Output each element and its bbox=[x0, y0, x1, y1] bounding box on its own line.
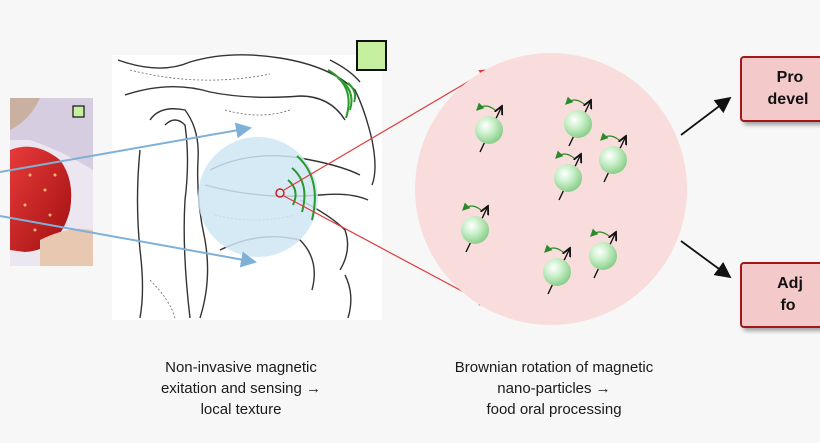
nanoparticle-sphere bbox=[599, 146, 627, 174]
nanoparticle bbox=[475, 102, 503, 153]
output-box-line: fo bbox=[780, 297, 796, 314]
caption-magnetic-sensing: Non-invasive magnetic exitation and sens… bbox=[100, 357, 382, 420]
nanoparticle bbox=[564, 96, 592, 147]
caption-line: Brownian rotation of magnetic bbox=[454, 359, 654, 376]
rotation-arrow bbox=[476, 102, 496, 111]
zoom-arrow-upper bbox=[0, 122, 252, 173]
nanoparticle-sphere bbox=[554, 164, 582, 192]
caption-line: food oral processing bbox=[486, 401, 622, 418]
nanoparticle bbox=[599, 132, 627, 183]
output-box-bottom: Adj fo bbox=[740, 262, 820, 328]
output-box-top: Pro devel bbox=[740, 56, 820, 122]
nanoparticle-sphere bbox=[475, 116, 503, 144]
pointer-arrow-upper bbox=[283, 69, 490, 191]
nanoparticle-sphere bbox=[543, 258, 571, 286]
output-arrow-lower bbox=[680, 240, 732, 279]
caption-line: nano-particles → bbox=[497, 380, 611, 397]
output-box-line: Adj bbox=[777, 275, 803, 292]
nanoparticle bbox=[554, 150, 582, 201]
caption-brownian-rotation: Brownian rotation of magnetic nano-parti… bbox=[404, 357, 704, 420]
caption-line: Non-invasive magnetic bbox=[165, 359, 317, 376]
caption-line: local texture bbox=[200, 401, 282, 418]
strawberry-photo bbox=[10, 98, 93, 266]
nanoparticle-sphere bbox=[461, 216, 489, 244]
nanoparticle-sphere bbox=[564, 110, 592, 138]
output-arrow-upper bbox=[680, 96, 732, 136]
output-box-line: Pro bbox=[776, 69, 804, 86]
rotation-arrow bbox=[555, 150, 575, 159]
zoom-arrow-lower bbox=[0, 215, 257, 268]
nanoparticle bbox=[589, 228, 617, 279]
nanoparticle bbox=[543, 244, 571, 295]
pointer-arrow-lower bbox=[283, 195, 490, 306]
nanoparticle bbox=[461, 202, 489, 253]
rotation-arrow bbox=[565, 96, 585, 105]
nanoparticle-sphere bbox=[589, 242, 617, 270]
rotation-arrow bbox=[590, 228, 610, 237]
rotation-arrow bbox=[544, 244, 564, 253]
output-box-line: devel bbox=[767, 91, 809, 108]
rotation-arrow bbox=[462, 202, 482, 211]
nanoparticle-group bbox=[461, 96, 627, 295]
caption-line: exitation and sensing → bbox=[160, 380, 322, 397]
rotation-arrow bbox=[600, 132, 620, 141]
head-cross-section bbox=[112, 40, 387, 320]
